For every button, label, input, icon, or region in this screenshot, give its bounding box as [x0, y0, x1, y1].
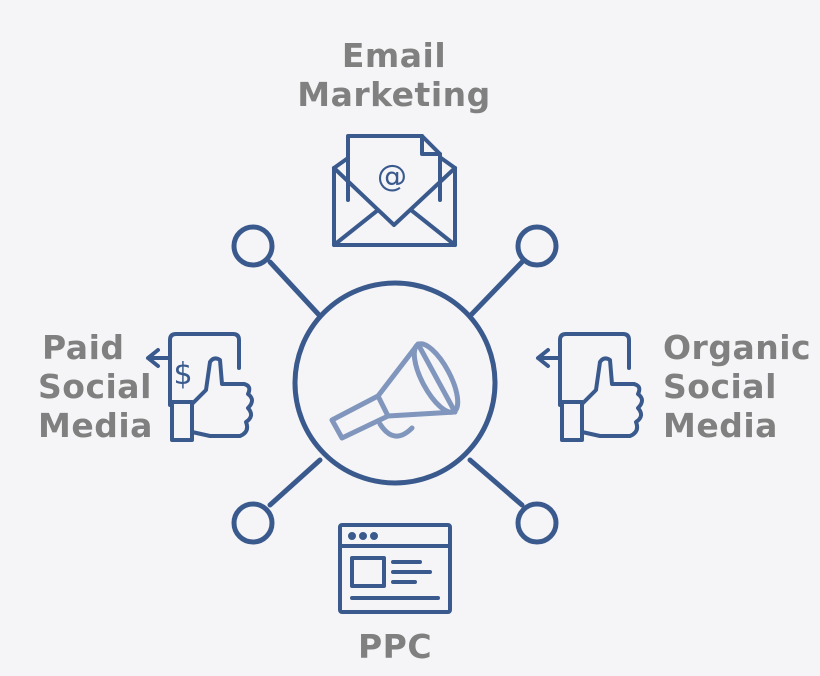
label-ppc: PPC [330, 627, 460, 666]
spoke-top-right [467, 259, 525, 319]
label-organic-line3: Media [663, 406, 778, 445]
label-paid-line2: Social [38, 367, 152, 406]
megaphone-icon [329, 341, 461, 441]
label-ppc-line1: PPC [357, 627, 433, 666]
label-paid-social-media: Paid Social Media [38, 328, 153, 445]
node-top-right [515, 224, 559, 268]
node-bottom-right [515, 501, 559, 545]
node-top-left [231, 224, 275, 268]
label-paid-line1: Paid [42, 328, 125, 367]
label-email-line1: Email [341, 36, 447, 75]
dollar-thumbs-up-icon: $ [146, 332, 254, 442]
node-bottom-left [231, 501, 275, 545]
hub-circle [292, 280, 498, 486]
svg-text:$: $ [173, 357, 192, 392]
label-email-line2: Marketing [297, 75, 491, 114]
spoke-top-left [267, 259, 323, 319]
label-paid-line3: Media [38, 406, 153, 445]
svg-text:@: @ [377, 159, 407, 194]
label-organic-line1: Organic [663, 328, 812, 367]
spoke-bottom-left [267, 457, 323, 508]
browser-window-icon [338, 523, 452, 614]
label-organic-line2: Social [663, 367, 777, 406]
thumbs-up-icon [536, 332, 644, 442]
label-email-marketing: Email Marketing [296, 36, 492, 114]
label-organic-social-media: Organic Social Media [663, 328, 815, 445]
spoke-bottom-right [467, 457, 525, 508]
envelope-at-icon: @ [332, 134, 457, 247]
